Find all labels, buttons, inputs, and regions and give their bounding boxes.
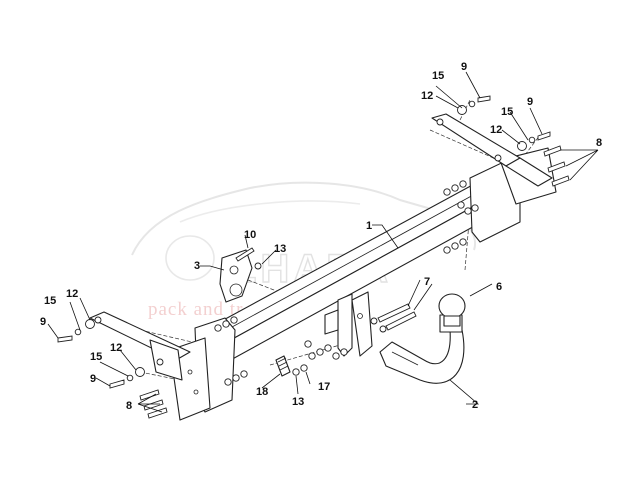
left-hardware — [57, 319, 145, 389]
watermark-tagline: pack and tr — [148, 299, 243, 320]
left-side-arm — [89, 311, 191, 381]
tow-ball — [438, 293, 466, 327]
callout-6: 6 — [496, 281, 502, 293]
callout-12-right: 12 — [490, 124, 502, 136]
callouts: 1 2 3 6 7 8 8 9 9 9 9 10 12 12 12 12 13 … — [40, 61, 602, 412]
socket-plate — [219, 249, 253, 303]
callout-9-top: 9 — [461, 61, 467, 73]
right-washer-stack — [443, 180, 479, 254]
callout-9-right: 9 — [527, 96, 533, 108]
callout-9-left-bottom: 9 — [90, 373, 96, 385]
upper-center-hardware — [235, 247, 262, 270]
callout-15-left-bottom: 15 — [90, 351, 102, 363]
center-hardware — [275, 340, 348, 377]
callout-17: 17 — [318, 381, 330, 393]
callout-9-left-top: 9 — [40, 316, 46, 328]
callout-13-upper: 13 — [274, 243, 286, 255]
callout-8-right: 8 — [596, 137, 602, 149]
left-side-bracket — [169, 317, 236, 421]
watermark-car-roof — [179, 200, 361, 223]
socket-bracket — [324, 291, 373, 357]
callout-15-right: 15 — [501, 106, 513, 118]
callout-8-left: 8 — [126, 400, 132, 412]
callout-12-top: 12 — [421, 90, 433, 102]
callout-18: 18 — [256, 386, 268, 398]
left-washer-stack — [214, 316, 248, 386]
callout-10: 10 — [244, 229, 256, 241]
callout-7: 7 — [424, 276, 430, 288]
callout-1: 1 — [366, 220, 372, 232]
watermark-wheel-left — [165, 235, 215, 281]
callout-15-left-top: 15 — [44, 295, 56, 307]
right-bolts — [543, 145, 570, 187]
callout-3: 3 — [194, 260, 200, 272]
right-side-arm — [431, 113, 553, 187]
top-right-hardware — [457, 95, 551, 151]
callout-12-left-bottom: 12 — [110, 342, 122, 354]
long-bolts — [370, 303, 417, 333]
callout-2: 2 — [472, 399, 478, 411]
leader-lines — [47, 71, 599, 413]
callout-13-lower: 13 — [292, 396, 304, 408]
callout-12-left-top: 12 — [66, 288, 78, 300]
callout-15-top: 15 — [432, 70, 444, 82]
